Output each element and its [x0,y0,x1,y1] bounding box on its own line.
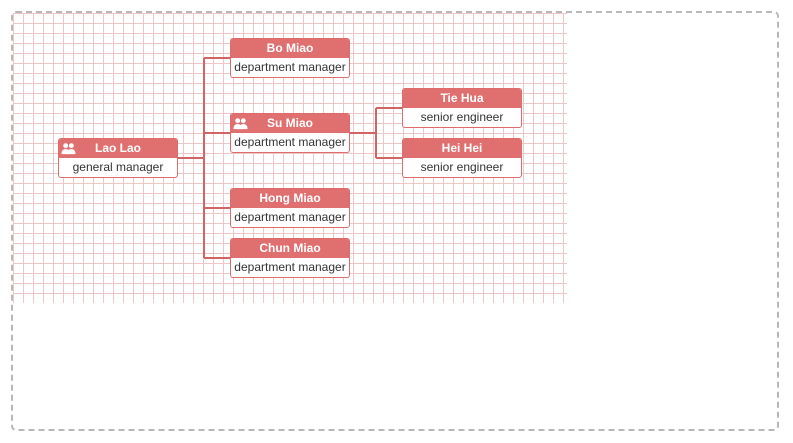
node-name-text: Lao Lao [94,141,141,155]
users-icon [61,143,76,155]
node-name: Hei Hei [403,139,521,158]
node-name: Tie Hua [403,89,521,108]
node-chun-miao[interactable]: Chun Miao department manager [230,238,350,278]
node-hei-hei[interactable]: Hei Hei senior engineer [402,138,522,178]
node-name: Chun Miao [231,239,349,258]
node-name-text: Su Miao [266,116,313,130]
node-name-text: Bo Miao [266,41,314,55]
node-name: Su Miao [231,114,349,133]
connector-lao-lao-to-managers [178,57,230,259]
node-title: department manager [234,260,346,274]
node-title: department manager [234,210,346,224]
node-name: Bo Miao [231,39,349,58]
node-hong-miao[interactable]: Hong Miao department manager [230,188,350,228]
node-lao-lao[interactable]: Lao Lao general manager [58,138,178,178]
node-name-text: Hei Hei [441,141,483,155]
node-su-miao[interactable]: Su Miao department manager [230,113,350,153]
node-name-text: Chun Miao [259,241,321,255]
node-name: Lao Lao [59,139,177,158]
node-name-text: Hong Miao [259,191,321,205]
users-icon [233,118,248,130]
node-title: department manager [234,135,346,149]
node-title: general manager [72,160,164,174]
node-title: senior engineer [420,110,504,124]
node-title: senior engineer [420,160,504,174]
node-name: Hong Miao [231,189,349,208]
node-tie-hua[interactable]: Tie Hua senior engineer [402,88,522,128]
connector-su-miao-to-engineers [350,107,402,159]
canvas-frame [11,11,779,431]
node-bo-miao[interactable]: Bo Miao department manager [230,38,350,78]
node-title: department manager [234,60,346,74]
node-name-text: Tie Hua [440,91,484,105]
